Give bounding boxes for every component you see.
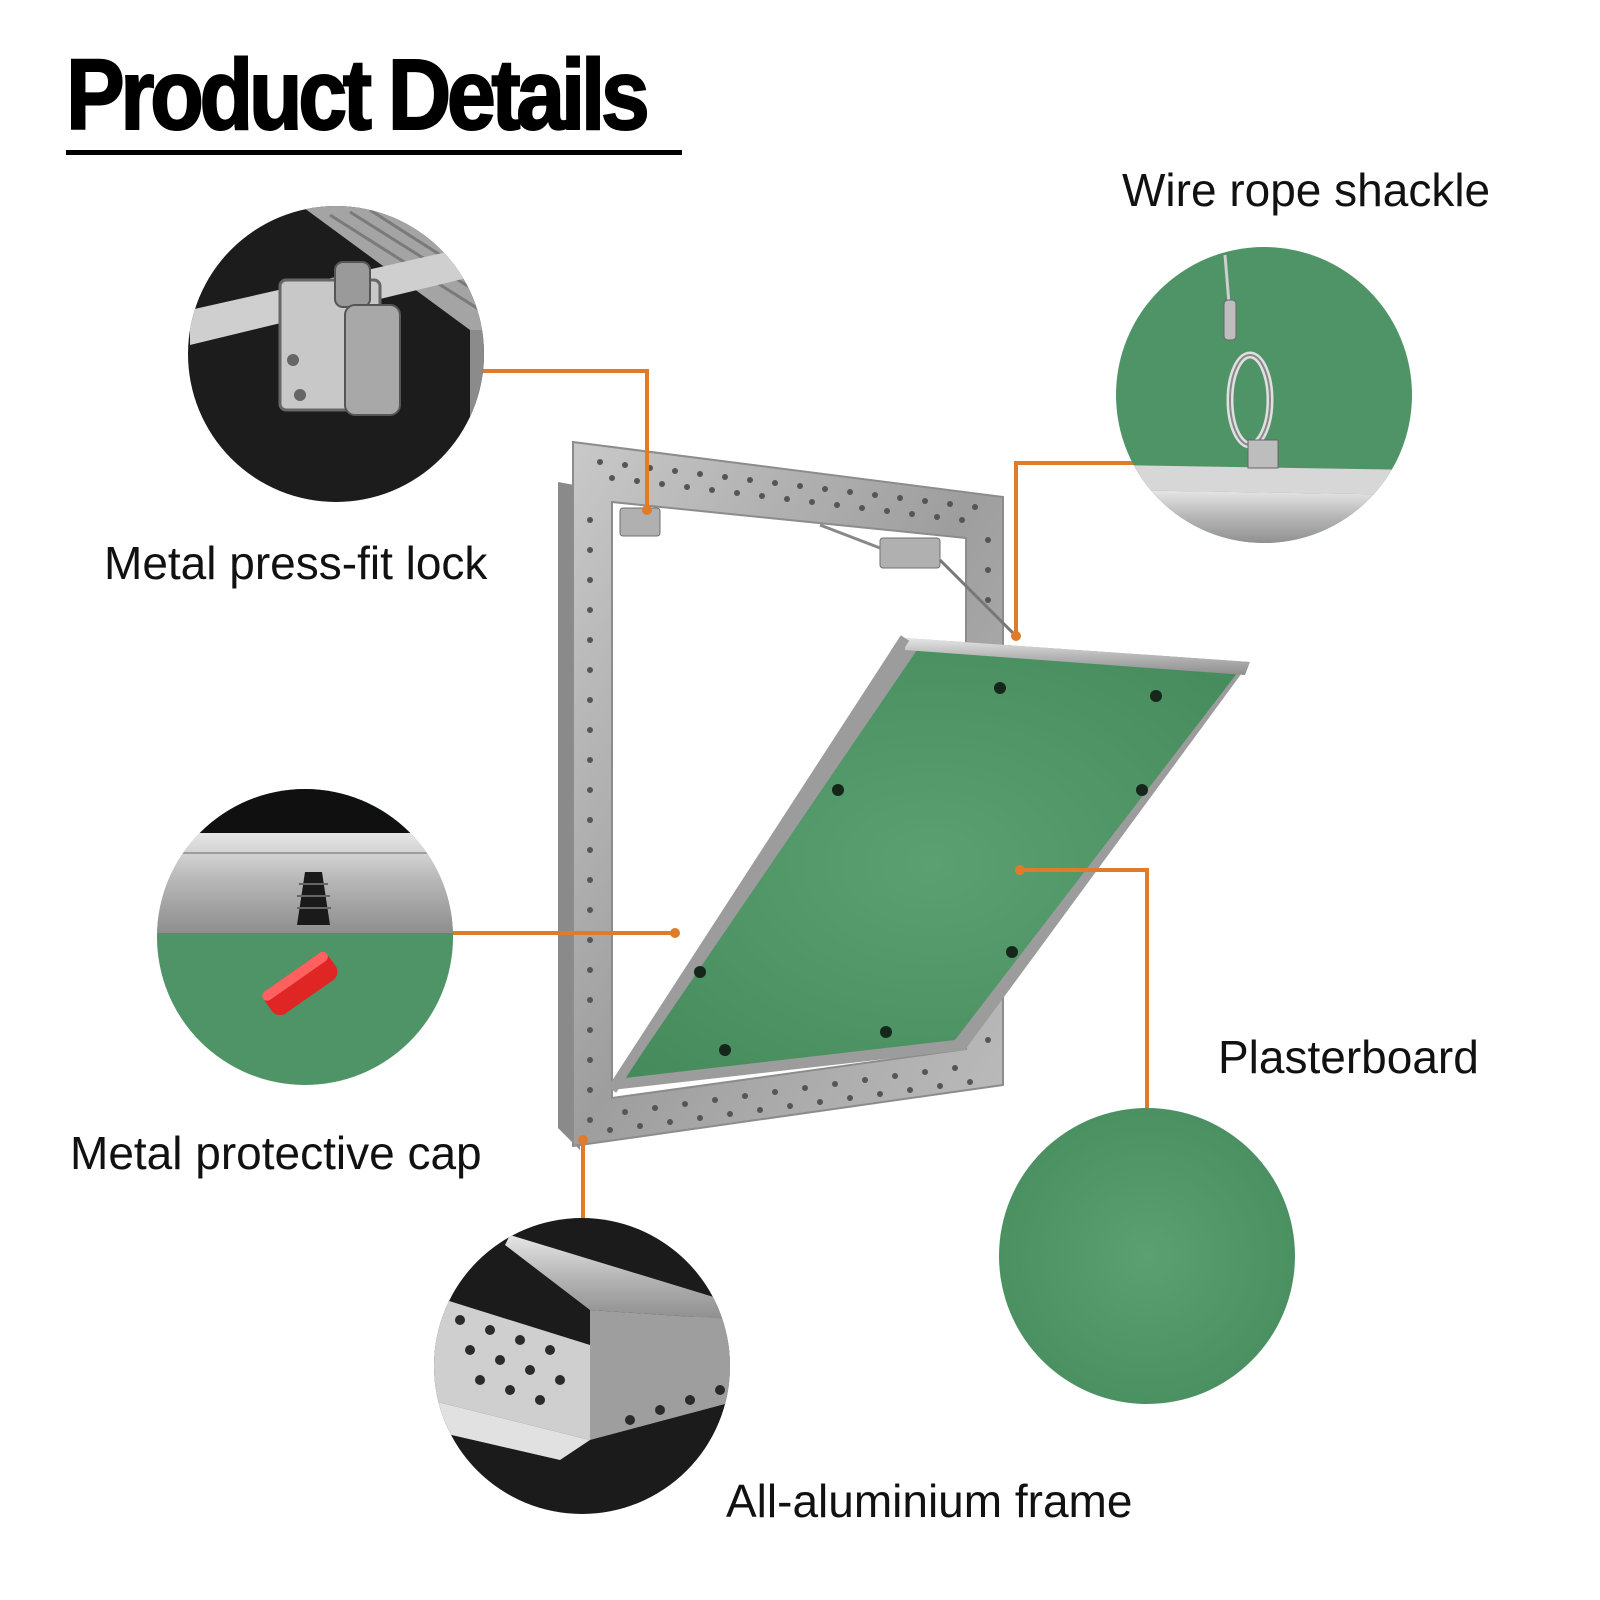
- callout-dots: [578, 505, 1025, 1145]
- detail-circle-frame: [434, 1218, 730, 1514]
- callout-line-board: [1020, 868, 1149, 1108]
- callout-line-lock: [480, 369, 649, 510]
- plasterboard-door: [607, 635, 1250, 1093]
- label-metal-press-fit-lock: Metal press-fit lock: [104, 537, 488, 589]
- detail-circle-cap: [157, 789, 453, 1085]
- detail-circle-shackle: [1116, 247, 1412, 543]
- label-plasterboard: Plasterboard: [1218, 1031, 1479, 1083]
- label-all-aluminium-frame: All-aluminium frame: [726, 1475, 1133, 1527]
- label-wire-rope-shackle: Wire rope shackle: [1122, 164, 1491, 216]
- callout-line-shackle: [1014, 461, 1135, 636]
- page-title: Product Details: [65, 39, 651, 151]
- detail-circle-plasterboard: [999, 1108, 1295, 1404]
- label-metal-protective-cap: Metal protective cap: [70, 1127, 482, 1179]
- title-underline: [66, 150, 682, 155]
- callout-lines: [452, 369, 1149, 1218]
- detail-circle-lock: [188, 206, 484, 502]
